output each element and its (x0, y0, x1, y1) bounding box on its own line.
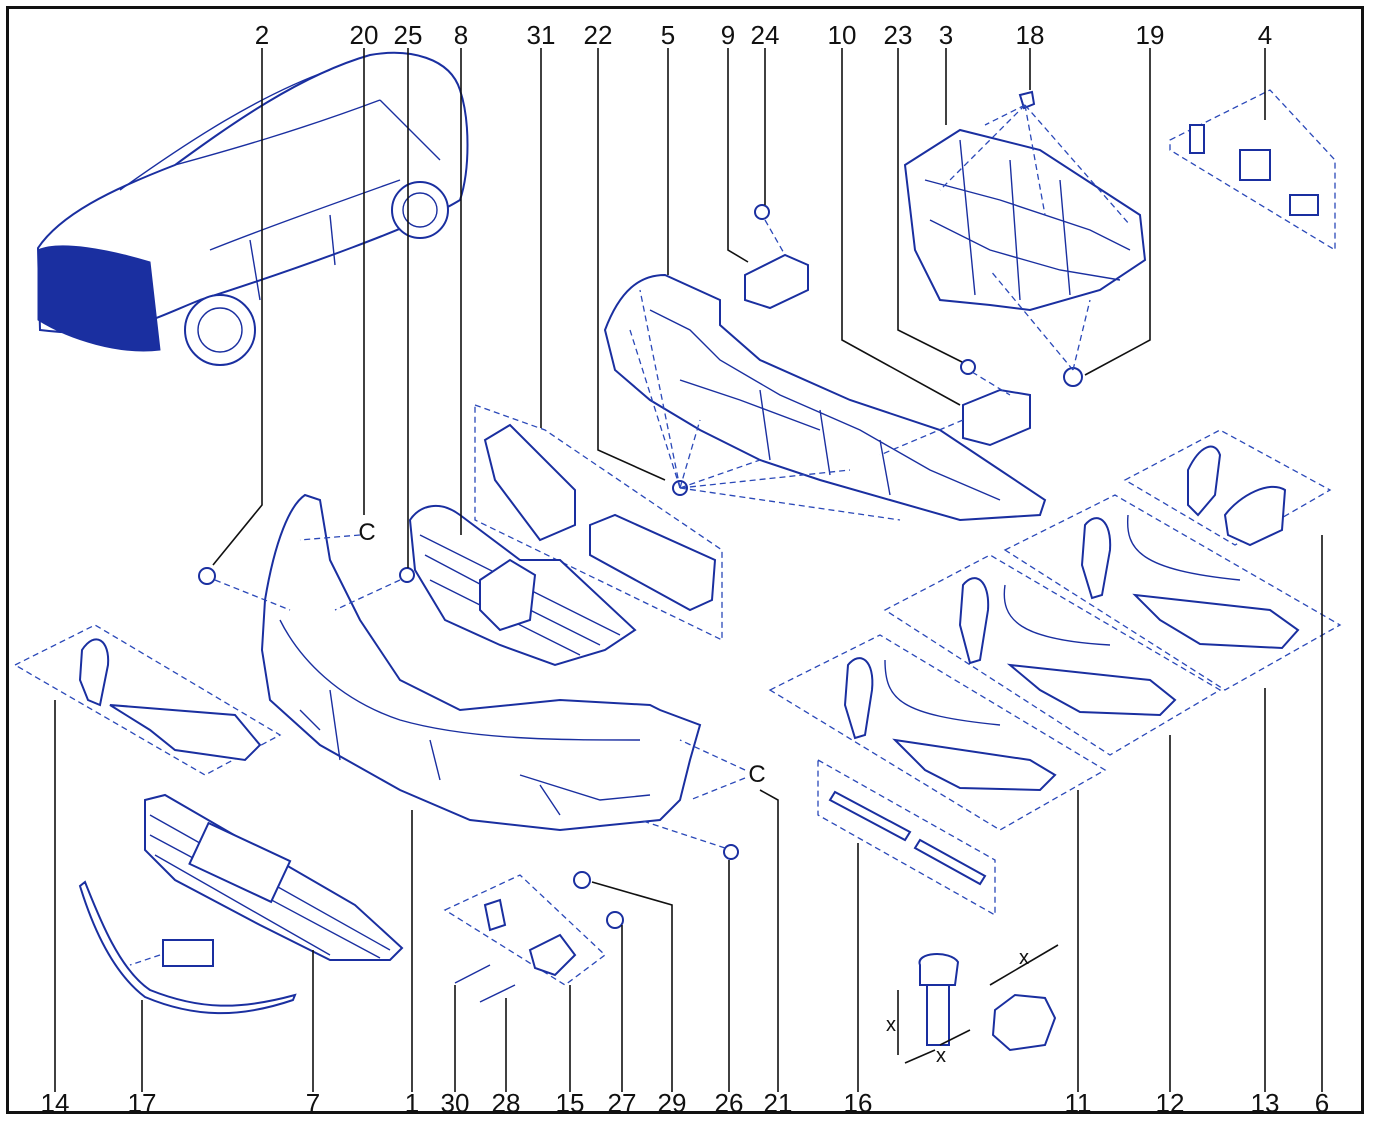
part-3-radiator-support (903, 90, 1147, 387)
part-label-26: 26 (714, 1088, 744, 1118)
part-10-pad (879, 359, 1031, 456)
part-label-1: 1 (404, 1088, 420, 1118)
part-label-23: 23 (883, 20, 913, 50)
part-label-16: 16 (843, 1088, 873, 1118)
part-label-13: 13 (1250, 1088, 1280, 1118)
part-label-10: 10 (827, 20, 857, 50)
dimension-mark-bolt-length: x (886, 1014, 896, 1036)
part-label-6: 6 (1314, 1088, 1330, 1118)
dimension-mark-nut: x (1019, 947, 1029, 969)
part-label-20: 20 (349, 20, 379, 50)
part-label-15: 15 (555, 1088, 585, 1118)
part-16-rails (817, 758, 996, 917)
part-label-31: 31 (526, 20, 556, 50)
part-label-22: 22 (583, 20, 613, 50)
part-label-5: 5 (660, 20, 676, 50)
part-label-18: 18 (1015, 20, 1045, 50)
part-label-12: 12 (1155, 1088, 1185, 1118)
part-label-8: 8 (453, 20, 469, 50)
part-label-4: 4 (1257, 20, 1273, 50)
vehicle-illustration (36, 51, 469, 366)
part-label-19: 19 (1135, 20, 1165, 50)
part-label-9: 9 (720, 20, 736, 50)
part-label-14: 14 (40, 1088, 70, 1118)
part-13-fog-bezel-kit (1003, 494, 1342, 691)
part-8-upper-grille (408, 505, 637, 667)
part-31-absorbers (474, 404, 723, 642)
part-14-fog-bezel-left (13, 624, 282, 776)
part-4-brackets (1169, 89, 1336, 252)
part-15-fastener-kit (443, 871, 624, 1003)
dimension-nut (989, 944, 1059, 1052)
part-label-21: 21 (763, 1088, 793, 1118)
dimension-mark-bolt-diameter: x (936, 1045, 946, 1067)
part-label-27: 27 (607, 1088, 637, 1118)
front-bumper-highlight (37, 245, 161, 352)
part-label-30: 30 (440, 1088, 470, 1118)
part-12-fog-bezel-kit (883, 554, 1222, 756)
part-label-24: 24 (750, 20, 780, 50)
part-label-7: 7 (305, 1088, 321, 1118)
part-label-3: 3 (938, 20, 954, 50)
part-7-lower-grille (144, 793, 404, 961)
clip-symbol-c2: C (748, 761, 766, 788)
part-11-fog-bezel-kit (768, 634, 1107, 831)
part-label-17: 17 (127, 1088, 157, 1118)
part-17-chrome-strip (78, 880, 297, 1015)
part-5-undertray (603, 273, 1047, 522)
part-label-28: 28 (491, 1088, 521, 1118)
part-6-side-brackets (1123, 429, 1332, 547)
part-label-11: 11 (1064, 1088, 1092, 1118)
clip-symbol-c1: C (358, 519, 376, 546)
part-9-pad (744, 204, 809, 310)
part-label-29: 29 (657, 1088, 687, 1118)
part-1-bumper-cover (198, 493, 746, 860)
leader-lines (54, 48, 1323, 1092)
dimension-bolt (897, 953, 971, 1064)
part-label-2: 2 (254, 20, 270, 50)
part-label-25: 25 (393, 20, 423, 50)
